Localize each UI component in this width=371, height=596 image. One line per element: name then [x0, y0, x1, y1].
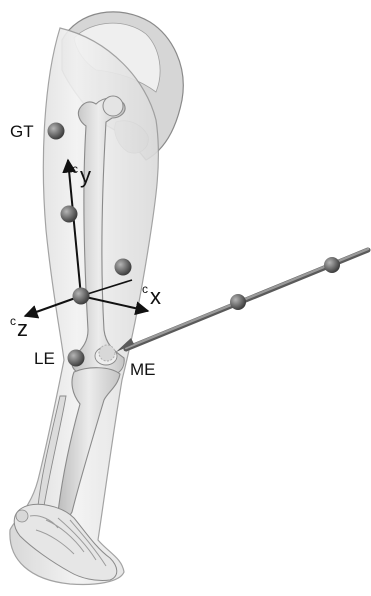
- label-axis-x-sup: c: [142, 282, 148, 296]
- marker-gt: [48, 123, 65, 140]
- label-axis-z-sup: c: [10, 314, 16, 328]
- pointer-marker-2: [324, 257, 340, 273]
- label-axis-y-sup: c: [72, 162, 78, 176]
- label-me: ME: [130, 360, 156, 379]
- label-axis-z: z: [17, 316, 28, 341]
- marker-thigh-upper: [61, 206, 78, 223]
- pointer-marker-1: [230, 294, 246, 310]
- marker-thigh-lateral: [115, 259, 132, 276]
- label-le: LE: [34, 349, 55, 368]
- label-axis-y: y: [80, 163, 91, 188]
- label-gt: GT: [10, 122, 34, 141]
- label-axis-x: x: [150, 284, 161, 309]
- marker-origin: [73, 288, 90, 305]
- marker-me: [99, 345, 115, 361]
- marker-le: [68, 350, 85, 367]
